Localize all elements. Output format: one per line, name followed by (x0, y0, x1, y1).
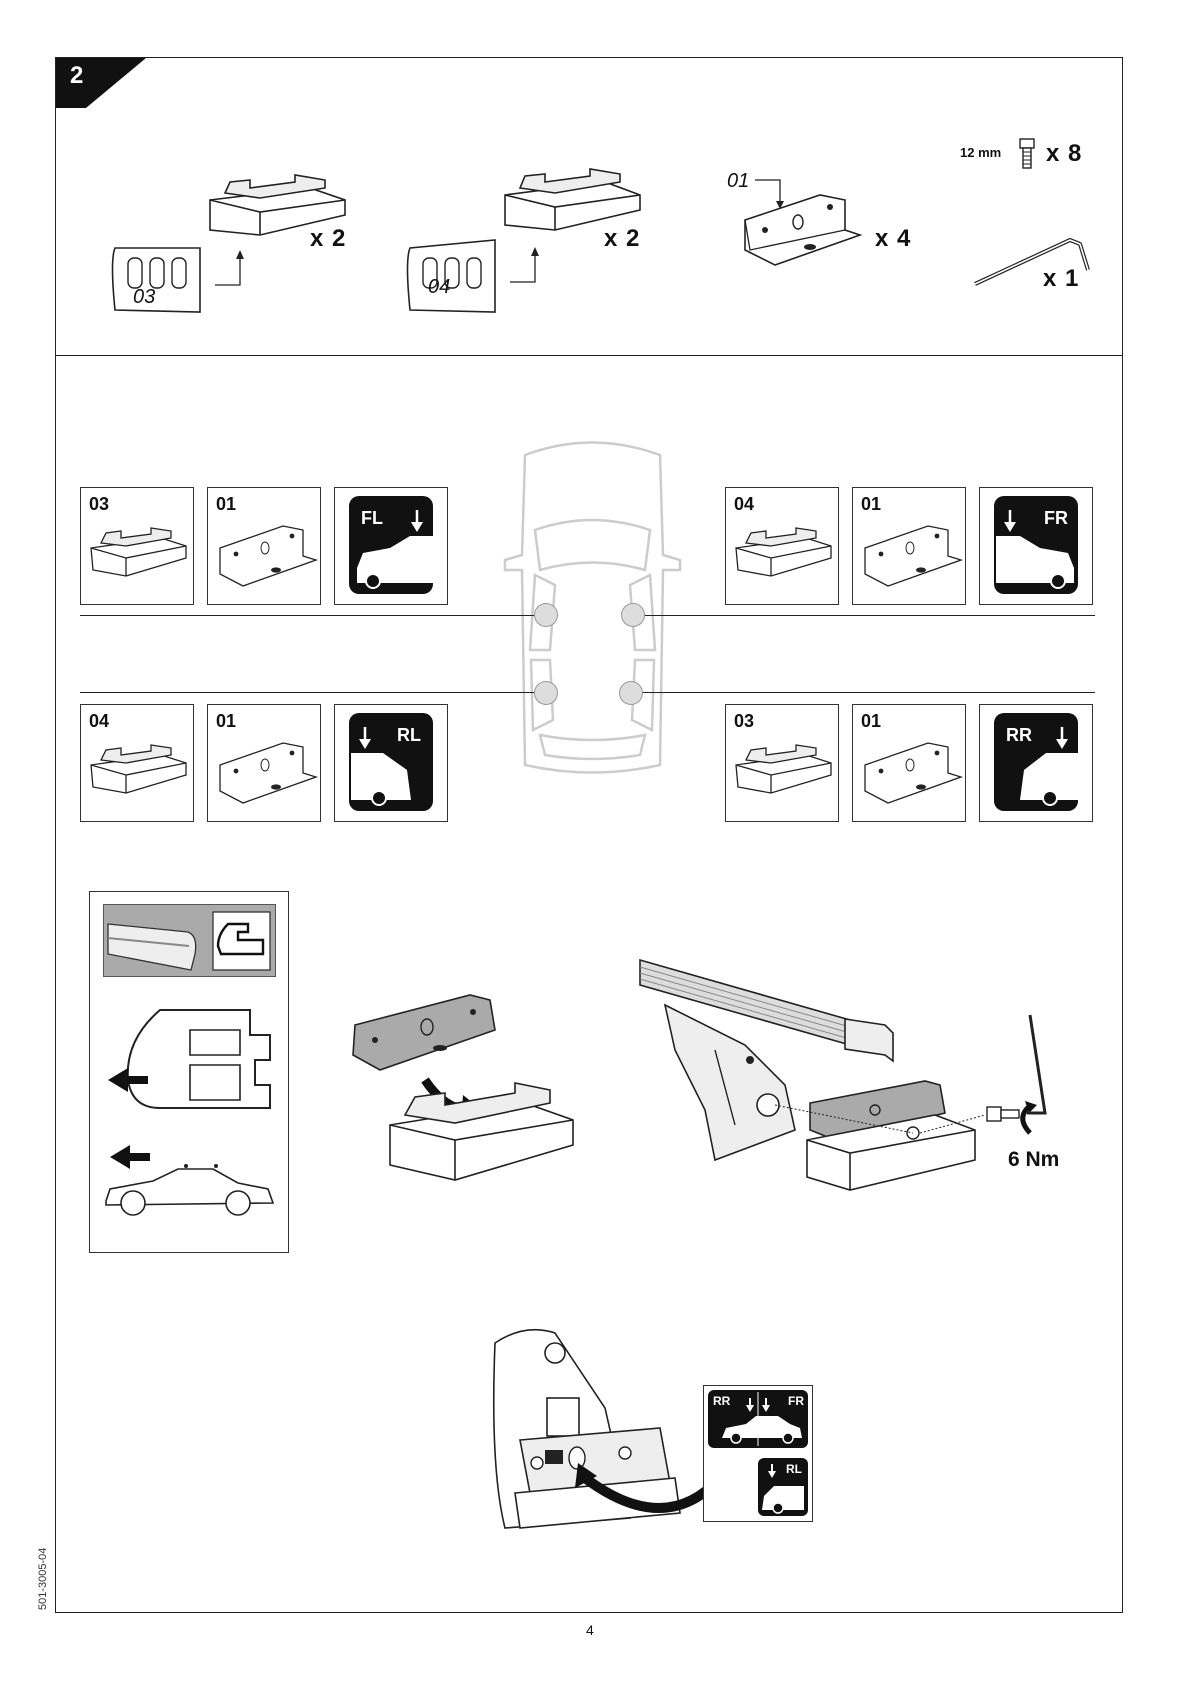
torque-value: 6 Nm (1008, 1148, 1059, 1172)
allen-key-qty: x 1 (1043, 265, 1079, 293)
section-divider (55, 355, 1123, 356)
page-number: 4 (586, 1622, 594, 1638)
bar-foot-screw-assembly (635, 955, 1065, 1225)
foot-illustration (81, 705, 195, 823)
fl-pad-box: 01 (207, 487, 321, 605)
rr-foot-box: 03 (725, 704, 839, 822)
fr-car-icon (980, 488, 1094, 606)
front-right-mount-point (621, 603, 645, 627)
fr-position-icon: FR (979, 487, 1093, 605)
foot-illustration (81, 488, 195, 606)
pad-illustration (208, 705, 322, 823)
screw-size: 12 mm (960, 145, 1001, 160)
front-right-line (640, 615, 1095, 616)
front-left-mount-point (534, 603, 558, 627)
rl-pad-box: 01 (207, 704, 321, 822)
document-number: 501-3005-04 (37, 1548, 49, 1610)
rear-right-mount-point (619, 681, 643, 705)
pad-illustration (853, 705, 967, 823)
rr-car-icon (980, 705, 1094, 823)
foot-04-code: 04 (428, 276, 450, 299)
fl-car-icon (335, 488, 449, 606)
foot-illustration (726, 705, 840, 823)
pad-01-qty: x 4 (875, 225, 911, 253)
fl-foot-box: 03 (80, 487, 194, 605)
fl-position-icon: FL (334, 487, 448, 605)
pad-01-code: 01 (727, 170, 749, 193)
pad-illustration (208, 488, 322, 606)
foot-sticker-placement (475, 1318, 725, 1550)
rail-profile-icons (103, 904, 276, 977)
screw-icon (1015, 137, 1041, 171)
allen-key-icon (970, 232, 1100, 292)
screw-qty: x 8 (1046, 140, 1082, 168)
pad-foot-assembly (345, 985, 585, 1195)
fr-foot-box: 04 (725, 487, 839, 605)
rl-car-icon (335, 705, 449, 823)
foot-03-code: 03 (133, 286, 155, 309)
rr-pad-box: 01 (852, 704, 966, 822)
pad-01-illustration (740, 175, 870, 275)
sticker-rear-car-icon (758, 1458, 808, 1516)
step-number: 2 (70, 62, 83, 90)
rail-profile-diagram (100, 1000, 280, 1120)
foot-04-qty: x 2 (604, 225, 640, 253)
rr-position-icon: RR (979, 704, 1093, 822)
rl-foot-box: 04 (80, 704, 194, 822)
foot-illustration (726, 488, 840, 606)
pad-illustration (853, 488, 967, 606)
front-left-line (80, 615, 540, 616)
vehicle-top-view (495, 435, 690, 780)
fr-pad-box: 01 (852, 487, 966, 605)
rear-right-line (640, 692, 1095, 693)
rear-left-line (80, 692, 540, 693)
rear-left-mount-point (534, 681, 558, 705)
foot-03-qty: x 2 (310, 225, 346, 253)
sticker-front-car-icon (708, 1390, 808, 1448)
rl-position-icon: RL (334, 704, 448, 822)
car-direction-diagram (98, 1135, 278, 1225)
